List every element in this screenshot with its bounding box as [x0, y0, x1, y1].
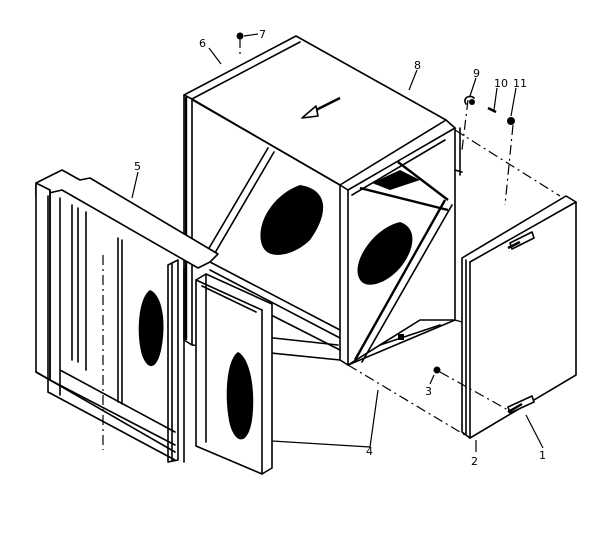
part-label-10: 10	[494, 77, 508, 90]
filter-panel	[195, 273, 273, 475]
part-label-7: 7	[259, 28, 266, 41]
leader-lines	[131, 47, 544, 452]
assembly-lines	[239, 38, 561, 439]
part-label-8: 8	[414, 59, 421, 72]
part-label-6: 6	[199, 37, 206, 50]
part-label-2: 2	[471, 455, 478, 468]
front-frame	[35, 169, 341, 463]
part-label-9: 9	[473, 67, 480, 80]
part-label-1: 1	[539, 449, 546, 462]
part-label-3: 3	[425, 385, 432, 398]
screw-11	[507, 117, 515, 125]
part-label-11: 11	[513, 77, 527, 90]
part-label-5: 5	[134, 160, 141, 173]
screw-3	[433, 366, 441, 374]
part-label-4: 4	[366, 445, 373, 458]
screw-7	[236, 32, 244, 40]
hardware	[236, 32, 515, 374]
clip-9	[464, 95, 475, 105]
side-door-panel	[461, 195, 577, 439]
